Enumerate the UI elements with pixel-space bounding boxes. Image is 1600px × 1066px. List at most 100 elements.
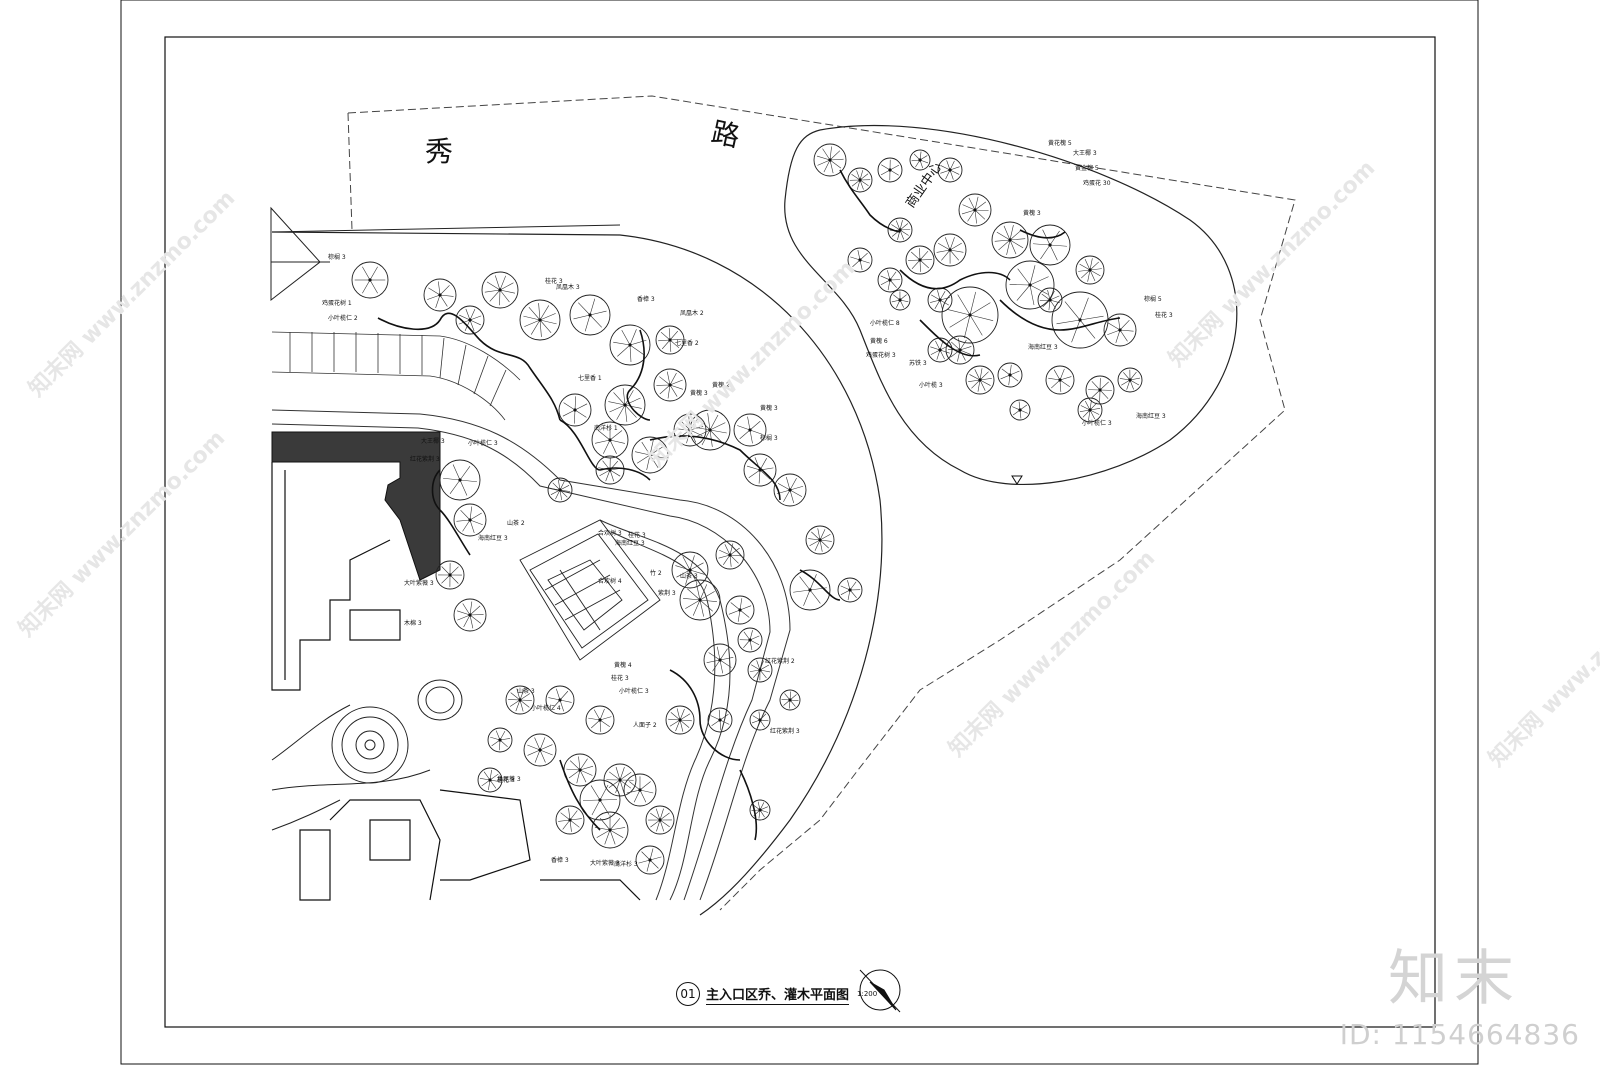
drawing-scale: 1:200 (857, 990, 878, 998)
lawn-boundary (271, 231, 883, 916)
image-id: ID: 1154664836 (1339, 1018, 1580, 1051)
building-roof (271, 431, 441, 581)
outer-border (120, 0, 1479, 1065)
tree-symbol (743, 453, 777, 487)
plant-label: 南洋杉 1 (594, 425, 618, 432)
level-marker (1011, 475, 1023, 485)
tree-symbol (435, 560, 465, 590)
tree-symbol (453, 598, 487, 632)
plant-label: 木棉 3 (404, 620, 422, 627)
tree-symbol (805, 525, 835, 555)
parking-stalls (271, 331, 521, 421)
tree-symbol (1075, 255, 1105, 285)
inner-border (164, 36, 1436, 1028)
planting-leaders (377, 169, 1121, 841)
tree-symbol (1085, 375, 1115, 405)
tree-symbol (547, 477, 573, 503)
island-bed (784, 124, 1238, 485)
tree-symbol (997, 362, 1023, 388)
road-edge (347, 112, 353, 231)
tree-symbol (749, 799, 771, 821)
plant-label: 合欢树 3 (598, 530, 622, 537)
plant-label: 小叶榄 3 (919, 382, 943, 389)
tree-symbol (569, 294, 611, 336)
plant-label: 小叶榄仁 3 (468, 440, 498, 447)
tree-symbol (653, 368, 687, 402)
tree-symbol (927, 287, 953, 313)
tree-symbol (481, 271, 519, 309)
tree-symbol (1009, 399, 1031, 421)
plant-label: 鸡蛋花树 1 (322, 300, 352, 307)
plant-label: 海南红豆 3 (615, 540, 645, 547)
plant-label: 棕榈 3 (328, 254, 346, 261)
plant-label: 桂花 3 (628, 532, 646, 539)
tree-symbol (715, 540, 745, 570)
tree-symbol (707, 707, 733, 733)
plant-label: 桂花 3 (611, 675, 629, 682)
tree-symbol (905, 245, 935, 275)
tree-symbol (1045, 365, 1075, 395)
tree-symbol (1051, 291, 1109, 349)
plant-label: 桂花 3 (545, 278, 563, 285)
tree-symbol (505, 685, 535, 715)
tree-symbol (747, 657, 773, 683)
tree-symbol (933, 233, 967, 267)
tree-symbol (623, 773, 657, 807)
plant-label: 大王椰 3 (1073, 150, 1097, 157)
tree-symbol (487, 727, 513, 753)
tree-symbol (877, 267, 903, 293)
tree-symbol (1037, 287, 1063, 313)
tree-symbol (477, 767, 503, 793)
tree-symbol (779, 689, 801, 711)
plant-label: 黄槐 6 (870, 338, 888, 345)
plant-label: 香樟 3 (637, 296, 655, 303)
plant-label: 小叶榄仁 2 (328, 315, 358, 322)
plant-label: 红花紫荆 3 (410, 456, 440, 463)
tree-symbol (1077, 397, 1103, 423)
plant-label: 大叶紫薇 3 (404, 580, 434, 587)
tree-symbol (937, 157, 963, 183)
tree-symbol (453, 503, 487, 537)
road-char-1: 秀 (425, 135, 454, 168)
tree-symbol (927, 337, 953, 363)
plant-label: 海南红豆 3 (478, 535, 508, 542)
tree-symbol (423, 278, 457, 312)
plant-label: 红花紫荆 2 (765, 658, 795, 665)
plant-label: 棕榈 3 (760, 435, 778, 442)
plant-label: 大叶紫薇 3 (590, 860, 620, 867)
tree-symbol (455, 305, 485, 335)
plant-label: 山茶 2 (507, 520, 525, 527)
tree-symbol (689, 409, 731, 451)
plant-label: 鸡蛋花树 3 (866, 352, 896, 359)
tree-symbol (645, 805, 675, 835)
plant-label: 合欢树 4 (598, 578, 622, 585)
tree-symbol (877, 157, 903, 183)
tree-symbol (555, 805, 585, 835)
plant-label: 棕榈 5 (1144, 296, 1162, 303)
tree-symbol (813, 143, 847, 177)
tree-symbol (351, 261, 389, 299)
plant-label: 苏铁 3 (909, 360, 927, 367)
tree-symbol (737, 627, 763, 653)
plant-label: 小叶榄仁 3 (619, 688, 649, 695)
tree-symbol (749, 709, 771, 731)
plant-label: 黄槐 3 (760, 405, 778, 412)
tree-symbol (604, 384, 646, 426)
plant-label: 山茶 3 (680, 573, 698, 580)
tree-symbol (945, 335, 975, 365)
drawing-title-block: 01 主入口区乔、灌木平面图 1:200 (676, 982, 877, 1006)
tree-symbol (591, 811, 629, 849)
plant-label: 黄槐 3 (690, 390, 708, 397)
tree-symbol (655, 325, 685, 355)
plant-label: 山茶 3 (517, 688, 535, 695)
tree-symbol (545, 685, 575, 715)
tree-symbol (733, 413, 767, 447)
plant-label: 紫荆 3 (658, 590, 676, 597)
tree-symbol (603, 763, 637, 797)
tree-symbol (585, 705, 615, 735)
tree-symbol (965, 365, 995, 395)
tree-symbol (1117, 367, 1143, 393)
plant-label: 小叶榄仁 8 (870, 320, 900, 327)
tree-symbol (579, 779, 621, 821)
